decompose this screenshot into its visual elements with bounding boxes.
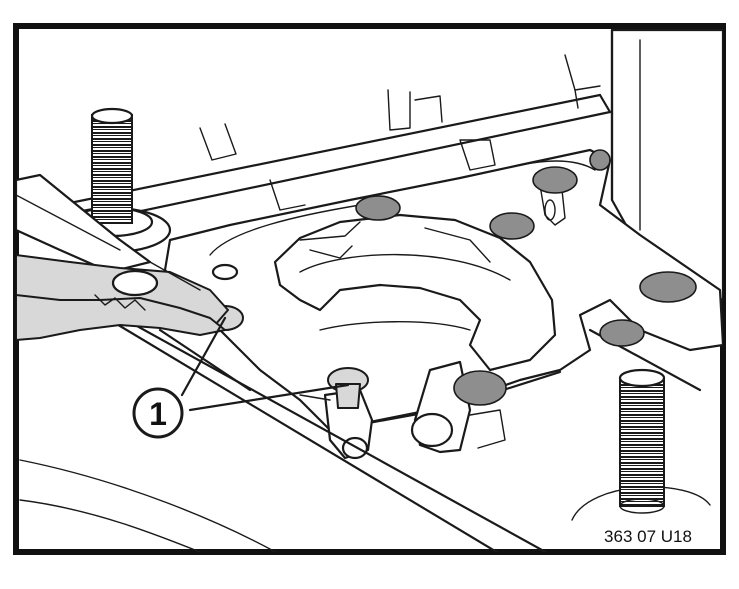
callout-circle	[132, 387, 184, 439]
pliers-tool	[16, 173, 229, 341]
callout-number: 1	[149, 396, 167, 432]
threaded-stud-left	[52, 107, 172, 254]
callout-1: 1	[132, 316, 350, 439]
lower-rails	[19, 288, 548, 552]
leader-line-upper	[180, 316, 227, 397]
plastic-rivet-lower	[327, 367, 369, 409]
rubber-pads	[355, 149, 697, 406]
rear-rail	[58, 54, 612, 227]
figure-code: 363 07 U18	[604, 527, 692, 546]
mounting-bracket	[163, 139, 723, 460]
side-wall	[610, 28, 723, 302]
figure-code-background	[578, 522, 718, 546]
threaded-stud-right	[571, 368, 711, 521]
leader-line-lower	[188, 383, 350, 412]
